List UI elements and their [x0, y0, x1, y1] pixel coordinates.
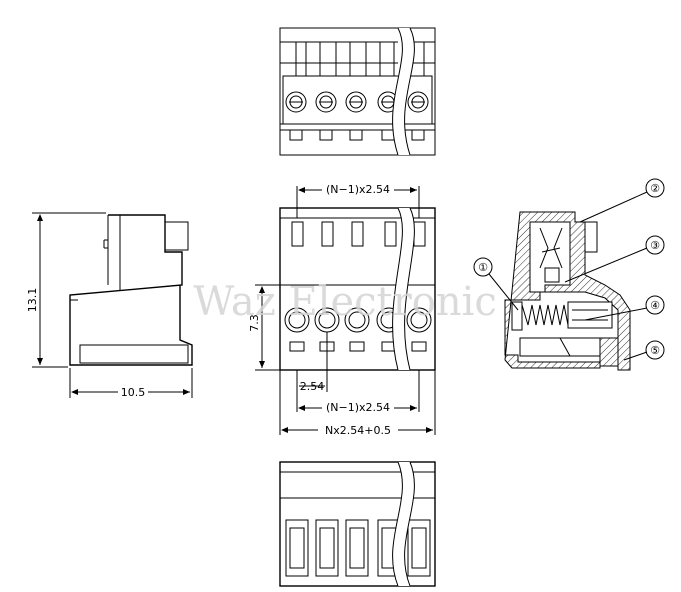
side-view: 13.1 10.5 — [26, 212, 193, 399]
dim-height-left: 13.1 — [26, 288, 39, 313]
svg-text:④: ④ — [650, 299, 660, 312]
svg-text:①: ① — [478, 261, 488, 274]
watermark: Waz Electronic — [193, 279, 497, 325]
screw-row-front — [284, 307, 432, 333]
bottom-view — [279, 461, 436, 587]
callout-1: ① — [473, 257, 519, 311]
callout-5: ⑤ — [623, 340, 665, 361]
front-view: (N−1)x2.54 7.3 2.54 (N−1)x2.54 Nx2.54+0.… — [248, 182, 436, 437]
svg-text:⑤: ⑤ — [650, 344, 660, 357]
callout-4: ④ — [584, 295, 665, 321]
dim-height-front: 7.3 — [248, 314, 261, 332]
top-view — [279, 27, 436, 156]
dim-total-width: Nx2.54+0.5 — [325, 424, 391, 437]
callout-3: ③ — [564, 235, 665, 283]
svg-text:③: ③ — [650, 239, 660, 252]
svg-text:②: ② — [650, 182, 660, 195]
dim-depth-left: 10.5 — [121, 386, 146, 399]
screw-row-top — [285, 91, 429, 113]
dim-pitch-span-top: (N−1)x2.54 — [326, 183, 390, 196]
callout-2: ② — [579, 178, 665, 223]
section-view: ① ② ③ ④ ⑤ — [473, 178, 665, 371]
dim-pitch: 2.54 — [300, 380, 325, 393]
dim-pitch-span-bottom: (N−1)x2.54 — [326, 401, 390, 414]
